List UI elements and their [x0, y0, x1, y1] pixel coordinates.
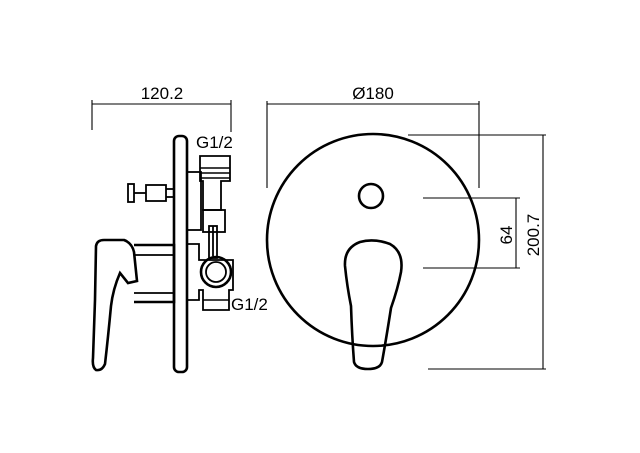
wall-plate-side	[172, 134, 189, 374]
handle-side	[91, 238, 176, 372]
depth-label: 120.2	[141, 84, 184, 103]
front-view: Ø180 64 200.7	[265, 84, 546, 371]
handle-front	[343, 239, 403, 371]
diameter-label: Ø180	[352, 84, 394, 103]
cover-plate	[265, 132, 481, 348]
diverter-knob	[357, 182, 385, 210]
bottom-connection	[199, 255, 233, 289]
side-view: 120.2	[91, 84, 268, 374]
top-connection-label: G1/2	[196, 133, 233, 152]
height-label: 200.7	[524, 214, 543, 257]
diverter-stem	[127, 183, 174, 203]
bottom-connection-label: G1/2	[231, 295, 268, 314]
spacing-label: 64	[497, 226, 516, 245]
valve-body	[186, 155, 234, 311]
